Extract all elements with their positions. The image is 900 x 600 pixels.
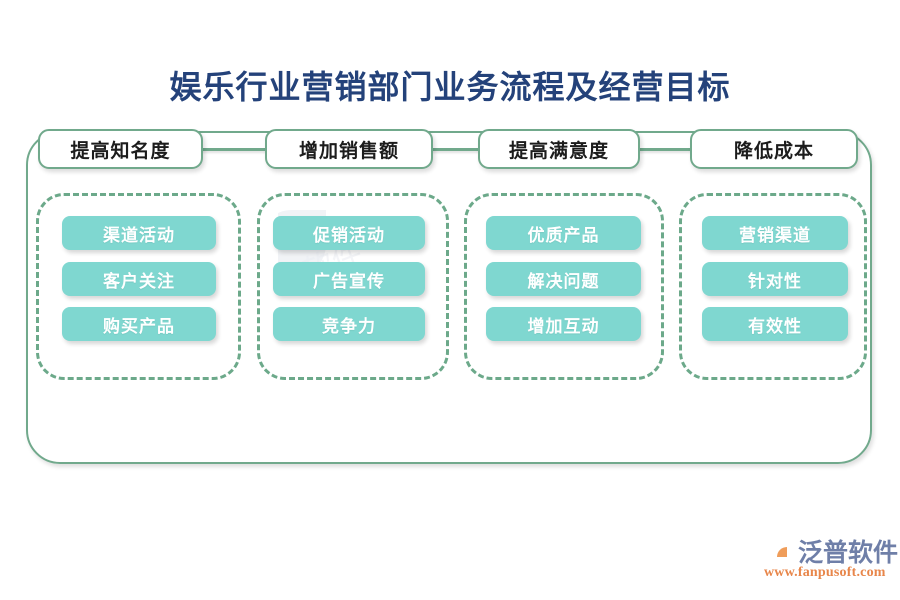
chip-effectiveness[interactable]: 有效性 [702, 307, 848, 341]
chip-competitiveness[interactable]: 竞争力 [273, 307, 425, 341]
brand-name: 泛普软件 [798, 540, 899, 567]
chip-increase-interaction[interactable]: 增加互动 [486, 307, 641, 341]
brand-logo: 泛普软件 www.fanpusoft.com [762, 533, 898, 585]
chip-promotion-activity[interactable]: 促销活动 [273, 216, 425, 250]
header-row: 提高知名度 增加销售额 提高满意度 降低成本 [0, 129, 900, 171]
chip-targeting[interactable]: 针对性 [702, 262, 848, 296]
chip-advertising[interactable]: 广告宣传 [273, 262, 425, 296]
group-outline-column-2 [257, 193, 449, 380]
chip-purchase-product[interactable]: 购买产品 [62, 307, 216, 341]
group-outline-column-3 [464, 193, 664, 380]
chip-customer-attention[interactable]: 客户关注 [62, 262, 216, 296]
group-outline-column-4 [679, 193, 867, 380]
fanpu-logo-icon [762, 537, 798, 569]
page-title: 娱乐行业营销部门业务流程及经营目标 [169, 69, 731, 105]
header-box-reduce-cost[interactable]: 降低成本 [690, 129, 858, 169]
outer-container [26, 131, 872, 464]
chip-channel-activity[interactable]: 渠道活动 [62, 216, 216, 250]
header-box-improve-awareness[interactable]: 提高知名度 [38, 129, 203, 169]
group-outline-column-1 [36, 193, 241, 380]
chip-solve-problem[interactable]: 解决问题 [486, 262, 641, 296]
header-box-improve-satisfaction[interactable]: 提高满意度 [478, 129, 640, 169]
brand-url: www.fanpusoft.com [764, 565, 886, 580]
header-connector-line [150, 148, 750, 151]
chip-marketing-channel[interactable]: 营销渠道 [702, 216, 848, 250]
header-box-increase-sales[interactable]: 增加销售额 [265, 129, 433, 169]
chip-quality-product[interactable]: 优质产品 [486, 216, 641, 250]
